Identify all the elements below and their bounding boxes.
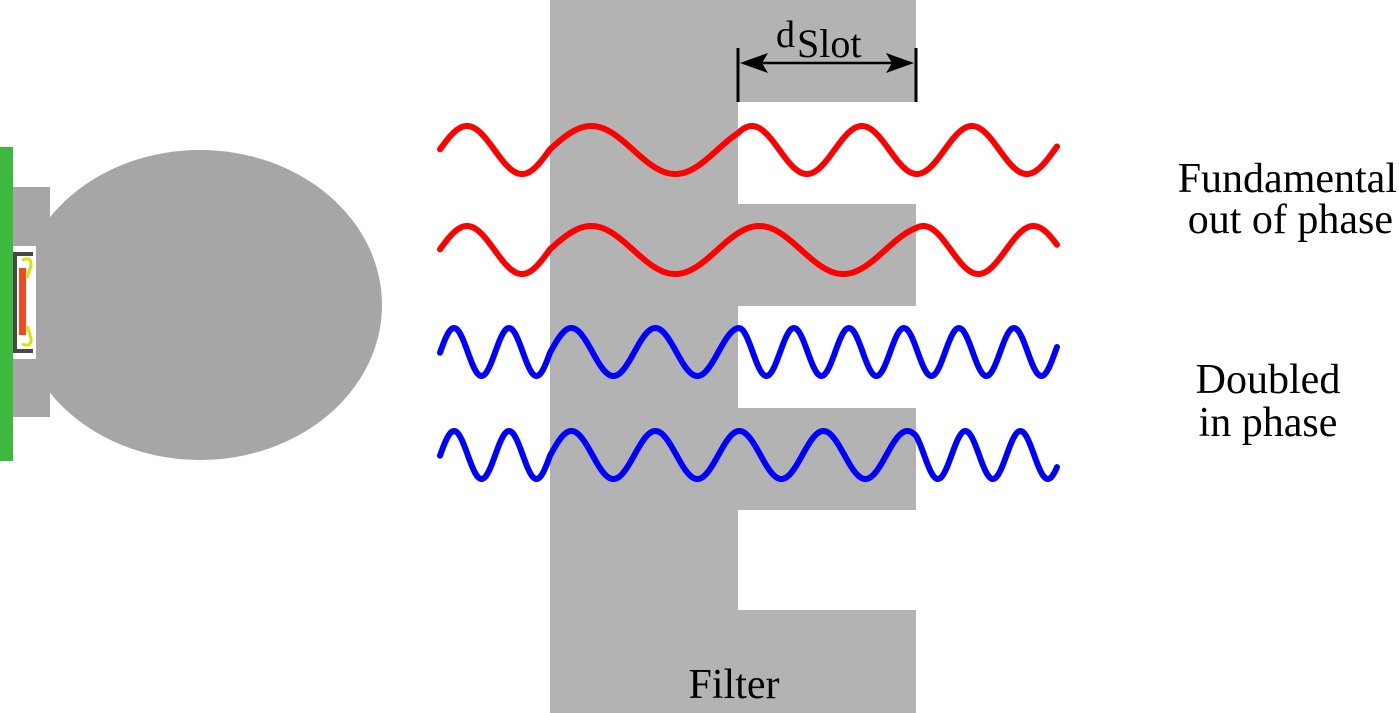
- source-bulb: [18, 150, 382, 460]
- doubled-label-line2: in phase: [1199, 400, 1338, 446]
- dimension-label-main: d: [776, 14, 795, 56]
- slot-dimension: d Slot: [736, 14, 918, 102]
- fundamental-label-line1: Fundamental: [1178, 156, 1397, 202]
- doubled-wave-filter: [437, 427, 1060, 483]
- fundamental-wave-filter: [437, 222, 1060, 278]
- mount-plate: [0, 147, 13, 461]
- arrow-right-icon: [886, 53, 914, 73]
- fundamental-wave-slot: [437, 122, 1060, 178]
- crystal-holder: [13, 252, 33, 353]
- light-source: [0, 147, 382, 461]
- doubled-label-line1: Doubled: [1196, 357, 1341, 403]
- filter-label: Filter: [689, 662, 780, 708]
- crystal: [19, 268, 26, 335]
- fundamental-label-line2: out of phase: [1188, 197, 1393, 243]
- wire-bottom: [21, 325, 33, 347]
- wire-top: [21, 257, 33, 279]
- arrow-left-icon: [740, 53, 768, 73]
- filter-comb: [550, 0, 916, 713]
- dimension-label-sub: Slot: [797, 21, 861, 66]
- doubled-wave-slot: [437, 324, 1060, 379]
